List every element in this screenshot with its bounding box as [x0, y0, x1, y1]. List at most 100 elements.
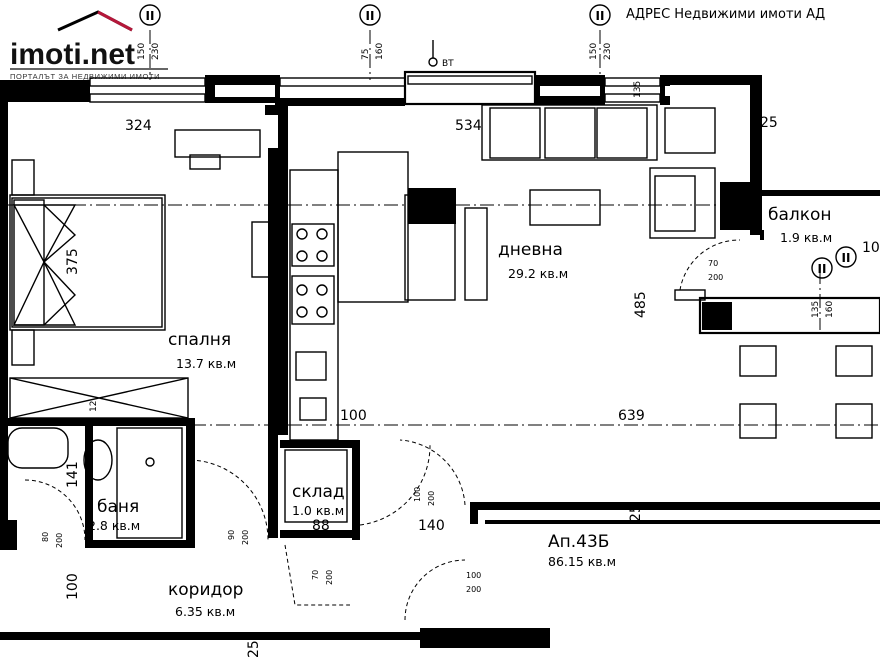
room-area: 29.2 кв.м	[508, 266, 568, 281]
bed	[9, 194, 166, 331]
chair	[251, 221, 271, 278]
bathroom-fixtures	[7, 427, 348, 539]
svg-text:100: 100	[65, 573, 81, 600]
svg-text:II: II	[366, 9, 375, 23]
room-name: баня	[97, 497, 139, 517]
svg-text:80: 80	[41, 532, 50, 542]
svg-text:200: 200	[466, 585, 481, 594]
svg-text:485: 485	[633, 291, 649, 318]
svg-text:135: 135	[633, 81, 643, 98]
walls	[0, 75, 880, 648]
svg-text:90: 90	[227, 530, 236, 540]
axis-marker: II	[811, 257, 833, 279]
room-area: 13.7 кв.м	[176, 356, 236, 371]
logo-roof-icon	[57, 10, 133, 32]
window-height-label: 230	[603, 43, 613, 60]
room-living: дневна 29.2 кв.м	[498, 240, 568, 281]
window-width-label: 135	[811, 301, 821, 318]
logo-tagline: ПОРТАЛЪТ ЗА НЕДВИЖИМИ ИМОТИ	[10, 72, 160, 81]
svg-text:25: 25	[628, 504, 644, 522]
room-name: коридор	[168, 580, 243, 600]
room-area: 6.35 кв.м	[175, 604, 235, 619]
room-name: спалня	[168, 330, 231, 350]
svg-text:100: 100	[340, 408, 367, 424]
room-bedroom: спалня 13.7 кв.м	[168, 330, 236, 371]
svg-text:375: 375	[65, 248, 81, 275]
svg-text:25: 25	[760, 115, 778, 131]
door-tags: 70 200 100 200 80 200 90 200 70 200 100 …	[41, 259, 723, 594]
svg-text:10: 10	[862, 240, 880, 256]
svg-text:200: 200	[427, 491, 436, 506]
logo-roof-accent	[97, 10, 133, 32]
room-area: 2.8 кв.м	[88, 518, 140, 533]
svg-text:639: 639	[618, 408, 645, 424]
kitchen-counter	[289, 151, 456, 441]
svg-text:200: 200	[325, 570, 334, 585]
window-width-label: 150	[137, 43, 147, 60]
svg-text:II: II	[818, 262, 827, 276]
armchair	[649, 167, 716, 239]
wardrobe	[9, 377, 189, 419]
svg-text:534: 534	[455, 118, 482, 134]
windows	[89, 70, 745, 106]
svg-text:II: II	[596, 9, 605, 23]
step	[674, 289, 706, 301]
svg-text:200: 200	[241, 530, 250, 545]
svg-text:12: 12	[89, 401, 99, 412]
svg-text:25: 25	[246, 640, 262, 658]
doors	[24, 239, 741, 621]
svg-text:140: 140	[418, 518, 445, 534]
svg-text:200: 200	[55, 533, 64, 548]
svg-text:II: II	[842, 251, 851, 265]
window-height-label: 160	[825, 301, 835, 318]
sink	[295, 351, 327, 381]
room-bathroom: баня 2.8 кв.м	[88, 497, 140, 533]
appliance	[299, 397, 327, 421]
desk	[174, 129, 261, 170]
sofa	[481, 104, 658, 161]
column-hatch	[408, 188, 456, 224]
axis-marker: II	[589, 4, 611, 26]
svg-text:200: 200	[708, 273, 723, 282]
column-hatch	[720, 182, 752, 230]
room-name: балкон	[768, 205, 832, 225]
dimension-labels: 324 534 25 375 485 639 100 141 88 140 10…	[65, 81, 880, 658]
apartment-label: Ап.43Б 86.15 кв.м	[548, 532, 616, 569]
axis-marker: II	[359, 4, 381, 26]
chair	[464, 207, 488, 301]
coffee-table	[529, 189, 601, 226]
imoti-logo[interactable]: imoti.net ПОРТАЛЪТ ЗА НЕДВИЖИМИ ИМОТИ	[10, 10, 168, 81]
window-height-label: 160	[375, 43, 385, 60]
company-name: АДРЕС Недвижими имоти АД	[626, 7, 825, 22]
nightstand	[11, 329, 35, 366]
room-balcony: балкон 1.9 кв.м	[768, 205, 832, 245]
bt-label: BT	[442, 59, 454, 69]
apartment-name: Ап.43Б	[548, 532, 609, 552]
dining-table	[698, 296, 880, 439]
logo-underline	[10, 68, 168, 70]
room-name: склад	[292, 482, 345, 502]
room-name: дневна	[498, 240, 563, 260]
window-width-label: 75	[361, 49, 371, 60]
room-storage: склад 1.0 кв.м	[292, 482, 345, 518]
side-cabinet	[664, 107, 716, 154]
svg-text:141: 141	[65, 461, 81, 488]
svg-text:100: 100	[466, 571, 481, 580]
column-hatch	[5, 520, 17, 550]
window-width-label: 150	[589, 43, 599, 60]
apartment-area: 86.15 кв.м	[548, 554, 616, 569]
axis-marker: II	[835, 246, 857, 268]
nightstand	[11, 159, 35, 196]
svg-text:100: 100	[413, 487, 422, 502]
axis-marker: II	[139, 4, 161, 26]
room-area: 1.9 кв.м	[780, 230, 832, 245]
stove	[291, 223, 335, 325]
logo-text: imoti.net	[10, 38, 135, 71]
room-area: 1.0 кв.м	[292, 503, 344, 518]
room-corridor: коридор 6.35 кв.м	[168, 580, 243, 619]
svg-text:70: 70	[708, 259, 718, 268]
svg-text:88: 88	[312, 518, 330, 534]
window-height-label: 230	[151, 43, 161, 60]
svg-text:70: 70	[311, 570, 320, 580]
